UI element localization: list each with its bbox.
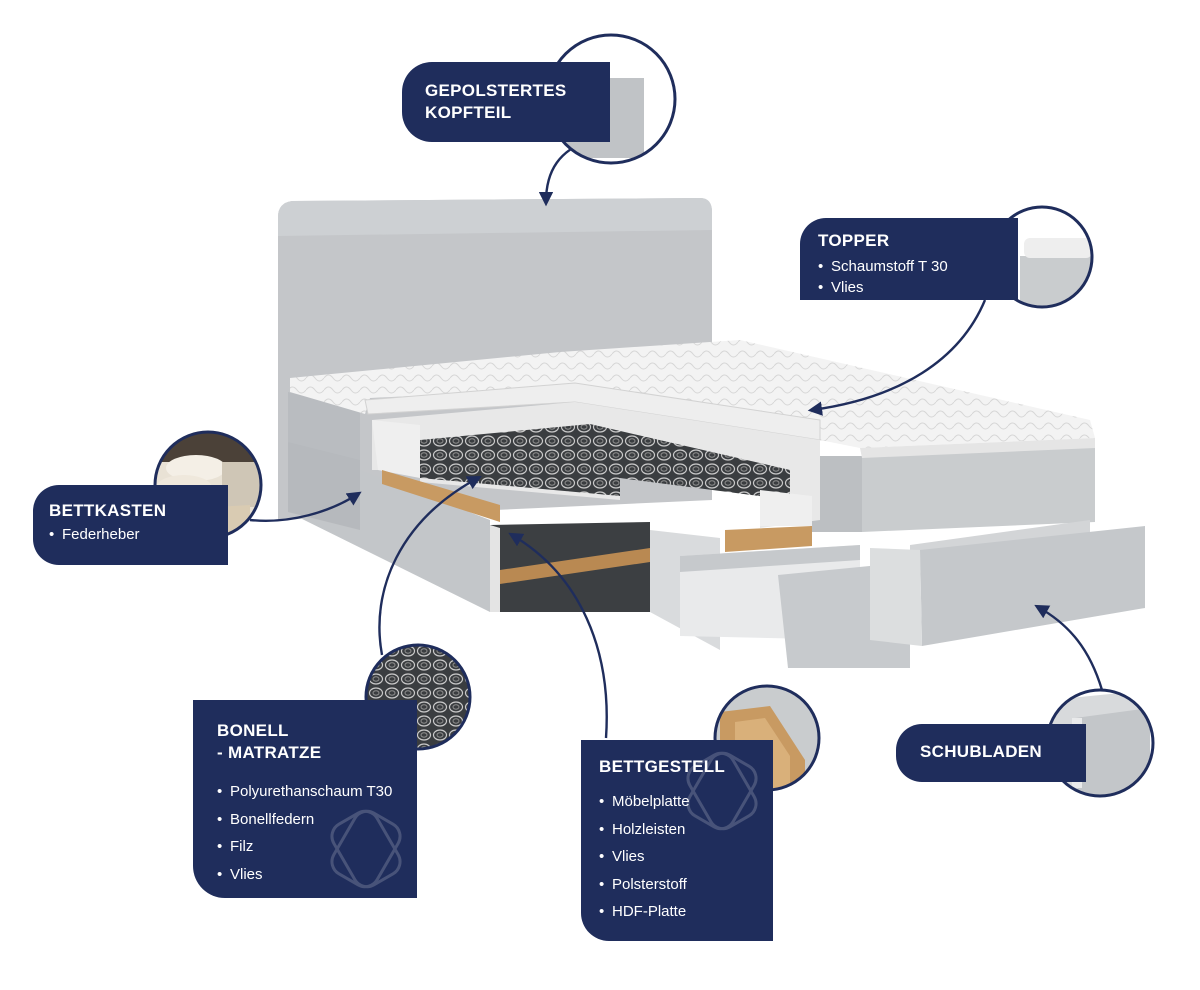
label-topper-title: TOPPER: [818, 231, 890, 250]
list-item: Federheber: [49, 526, 228, 543]
arrow-bonell: [378, 475, 482, 656]
label-bonell-title: BONELL - MATRATZE: [217, 721, 322, 762]
mattress-cutaway: [372, 402, 820, 552]
list-item: Filz: [217, 833, 417, 861]
label-kopfteil-title: GEPOLSTERTES KOPFTEIL: [425, 81, 567, 122]
label-bettgestell-title: BETTGESTELL: [599, 757, 726, 776]
list-item: Möbelplatte: [599, 788, 773, 816]
callout-arrows: [249, 138, 1104, 739]
bed-base: [288, 392, 1095, 612]
watermark-icon: [330, 809, 402, 889]
bed-illustration: [278, 198, 1145, 668]
list-item: Schaumstoff T 30: [818, 256, 1018, 277]
drawers: [778, 520, 1145, 668]
list-item: Polsterstoff: [599, 871, 773, 899]
label-bettkasten-list: Federheber: [49, 526, 228, 543]
arrow-bettgestell: [508, 532, 608, 739]
label-bettgestell-list: Möbelplatte Holzleisten Vlies Polstersto…: [599, 788, 773, 926]
watermark-icon: [686, 751, 758, 831]
list-item: Vlies: [217, 861, 417, 889]
arrow-bettkasten: [249, 491, 362, 522]
label-topper: TOPPER Schaumstoff T 30 Vlies: [800, 218, 1018, 300]
list-item: Bonellfedern: [217, 806, 417, 834]
label-bonell-list: Polyurethanschaum T30 Bonellfedern Filz …: [217, 778, 417, 888]
list-item: HDF-Platte: [599, 898, 773, 926]
label-bonell: BONELL - MATRATZE Polyurethanschaum T30 …: [193, 700, 417, 898]
label-schubladen: SCHUBLADEN: [896, 724, 1086, 782]
label-bettgestell: BETTGESTELL Möbelplatte Holzleisten Vlie…: [581, 740, 773, 941]
label-schubladen-title: SCHUBLADEN: [920, 742, 1042, 761]
arrow-topper: [807, 299, 987, 416]
label-kopfteil: GEPOLSTERTES KOPFTEIL: [402, 62, 610, 142]
list-item: Vlies: [599, 843, 773, 871]
label-topper-list: Schaumstoff T 30 Vlies: [818, 256, 1018, 298]
list-item: Vlies: [818, 277, 1018, 298]
arrow-schubladen: [1034, 604, 1104, 691]
list-item: Polyurethanschaum T30: [217, 778, 417, 806]
label-bettkasten-title: BETTKASTEN: [49, 501, 167, 520]
label-bettkasten: BETTKASTEN Federheber: [33, 485, 228, 565]
list-item: Holzleisten: [599, 816, 773, 844]
